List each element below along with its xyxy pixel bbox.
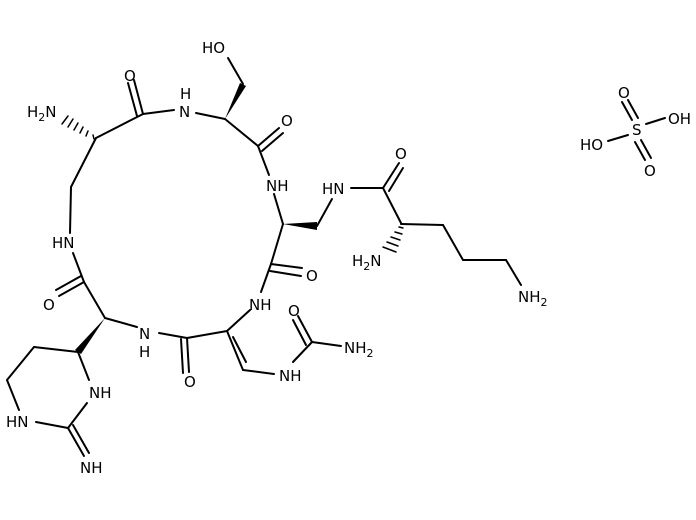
amine-label: H2N xyxy=(27,103,57,124)
amide-hn-label: HN xyxy=(322,180,345,198)
oxygen-label: O xyxy=(281,112,293,130)
ring-hn-label: HN xyxy=(6,413,29,431)
wedge-bond xyxy=(225,83,246,119)
hydrogen-label: H xyxy=(139,343,150,361)
atom-labels: H2N O H N HO O NH HN O H2N NH2 HN O O NH… xyxy=(6,39,691,477)
hash-bond xyxy=(382,226,404,253)
oxygen-label: O xyxy=(184,373,196,391)
amide-nh-label: NH xyxy=(266,177,289,195)
sulfate-hydroxyl-label: HO xyxy=(580,136,603,154)
sulfuric-acid xyxy=(607,99,666,161)
amine-label: H2N xyxy=(352,252,382,273)
amide-nh-label: NH xyxy=(249,296,272,314)
nitrogen-label: N xyxy=(139,325,150,343)
sulfate-oxygen-label: O xyxy=(644,162,656,180)
oxygen-label: O xyxy=(124,67,136,85)
urea-nh-label: NH xyxy=(279,367,302,385)
sulfur-label: S xyxy=(632,121,642,139)
amide-hn-label: HN xyxy=(52,234,75,252)
bonds xyxy=(6,57,522,457)
amine-label: NH2 xyxy=(518,288,548,309)
hydroxyl-label: HO xyxy=(202,39,225,57)
wedge-bond xyxy=(283,222,317,230)
oxygen-label: O xyxy=(306,267,318,285)
amine-label: NH2 xyxy=(344,339,374,360)
imine-nh-label: NH xyxy=(80,459,103,477)
oxygen-label: O xyxy=(43,296,55,314)
sulfate-hydroxyl-label: OH xyxy=(668,110,691,128)
wedge-bond xyxy=(75,318,105,354)
oxygen-label: O xyxy=(395,145,407,163)
sulfate-oxygen-label: O xyxy=(618,84,630,102)
oxygen-label: O xyxy=(288,302,300,320)
ring-nh-label: NH xyxy=(89,384,112,402)
hash-bond xyxy=(61,115,95,140)
nitrogen-label: N xyxy=(179,103,190,121)
hydrogen-label: H xyxy=(180,85,191,103)
